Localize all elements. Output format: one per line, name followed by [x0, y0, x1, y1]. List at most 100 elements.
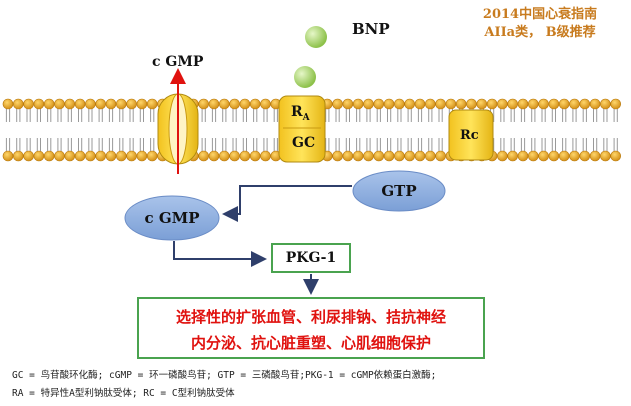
lipid-head	[600, 98, 611, 110]
lipid-head	[527, 150, 539, 162]
lipid-head	[74, 150, 86, 162]
lipid-head	[579, 98, 591, 110]
lipid-head	[466, 98, 477, 110]
lipid-head	[486, 98, 498, 110]
lipid-head	[146, 150, 158, 162]
lipid-head	[23, 98, 34, 110]
gtp-to-cgmp-arrow	[222, 185, 352, 222]
lipid-head	[610, 150, 622, 162]
lipid-head	[394, 150, 405, 162]
lipid-head	[146, 98, 158, 110]
lipid-head	[569, 98, 580, 110]
rc-receptor-icon	[448, 109, 494, 161]
lipid-head	[198, 98, 209, 110]
lipid-head	[219, 98, 230, 110]
lipid-head	[85, 98, 96, 110]
lipid-head	[126, 150, 137, 162]
lipid-head	[435, 98, 446, 110]
gtp-label: GTP	[381, 182, 417, 200]
lipid-head	[116, 98, 127, 110]
lipid-head	[208, 98, 220, 110]
lipid-head	[414, 98, 426, 110]
lipid-head	[85, 150, 96, 162]
lipid-head	[414, 150, 426, 162]
lipid-head	[260, 98, 271, 110]
rc-label: Rc	[460, 128, 479, 143]
lipid-head	[394, 98, 405, 110]
lipid-head	[219, 150, 230, 162]
lipid-head	[95, 150, 106, 162]
ra-subscript: A	[302, 112, 310, 123]
lipid-head	[455, 98, 467, 110]
ra-label: RA	[291, 104, 310, 123]
lipid-head	[332, 98, 343, 110]
lipid-head	[229, 150, 240, 162]
lipid-head	[249, 150, 261, 162]
lipid-head	[445, 98, 457, 110]
cgmp-node	[124, 195, 220, 241]
lipid-head	[332, 150, 343, 162]
lipid-head	[116, 150, 127, 162]
lipid-head	[363, 98, 374, 110]
lipid-head	[74, 98, 86, 110]
lipid-head	[569, 150, 580, 162]
footnote-line2: RA = 特异性A型利钠肽受体; RC = C型利钠肽受体	[12, 388, 235, 399]
lipid-head	[136, 150, 148, 162]
guideline-title-line1: 2014中国心衰指南	[482, 7, 598, 22]
lipid-head	[95, 98, 106, 110]
lipid-head	[373, 150, 385, 162]
lipid-head	[43, 150, 55, 162]
lipid-head	[517, 150, 529, 162]
lipid-head	[589, 98, 601, 110]
cgmp-node-label: c GMP	[144, 209, 200, 227]
ra-gc-receptor-icon	[278, 95, 326, 163]
lipid-head	[517, 98, 529, 110]
lipid-head	[12, 98, 24, 110]
lipid-head	[538, 150, 549, 162]
lipid-head	[589, 150, 601, 162]
lipid-head	[54, 98, 65, 110]
effects-box: 选择性的扩张血管、利尿排钠、拮抗神经 内分泌、抗心脏重塑、心肌细胞保护	[137, 297, 485, 359]
lipid-head	[373, 98, 385, 110]
cgmp-top-label: c GMP	[152, 54, 204, 70]
bnp-molecule-bound-icon	[294, 66, 316, 88]
lipid-head	[64, 150, 76, 162]
lipid-head	[424, 150, 436, 162]
lipid-head	[404, 98, 416, 110]
lipid-head	[610, 98, 622, 110]
lipid-head	[600, 150, 611, 162]
lipid-head	[342, 98, 354, 110]
lipid-head	[33, 150, 45, 162]
ra-letter: R	[291, 104, 303, 120]
lipid-head	[507, 150, 519, 162]
lipid-head	[229, 98, 240, 110]
lipid-head	[249, 98, 261, 110]
lipid-head	[527, 98, 539, 110]
gtp-node	[352, 170, 446, 212]
lipid-head	[342, 150, 354, 162]
lipid-head	[54, 150, 65, 162]
gc-label: GC	[292, 135, 316, 151]
guideline-title: 2014中国心衰指南 AIIa类， B级推荐	[455, 6, 625, 42]
lipid-head	[105, 98, 117, 110]
lipid-head	[352, 150, 364, 162]
lipid-head	[548, 98, 560, 110]
lipid-head	[12, 150, 24, 162]
lipid-head	[558, 150, 570, 162]
lipid-head	[239, 98, 251, 110]
lipid-head	[23, 150, 34, 162]
lipid-head	[33, 98, 45, 110]
lipid-head	[352, 98, 364, 110]
lipid-head	[548, 150, 560, 162]
lipid-head	[43, 98, 55, 110]
lipid-head	[424, 98, 436, 110]
lipid-head	[239, 150, 251, 162]
lipid-head	[363, 150, 374, 162]
bnp-molecule-icon	[305, 26, 327, 48]
lipid-head	[497, 98, 508, 110]
lipid-head	[260, 150, 271, 162]
lipid-head	[2, 98, 14, 110]
cgmp-to-pkg-arrow	[173, 241, 267, 267]
lipid-head	[507, 98, 519, 110]
